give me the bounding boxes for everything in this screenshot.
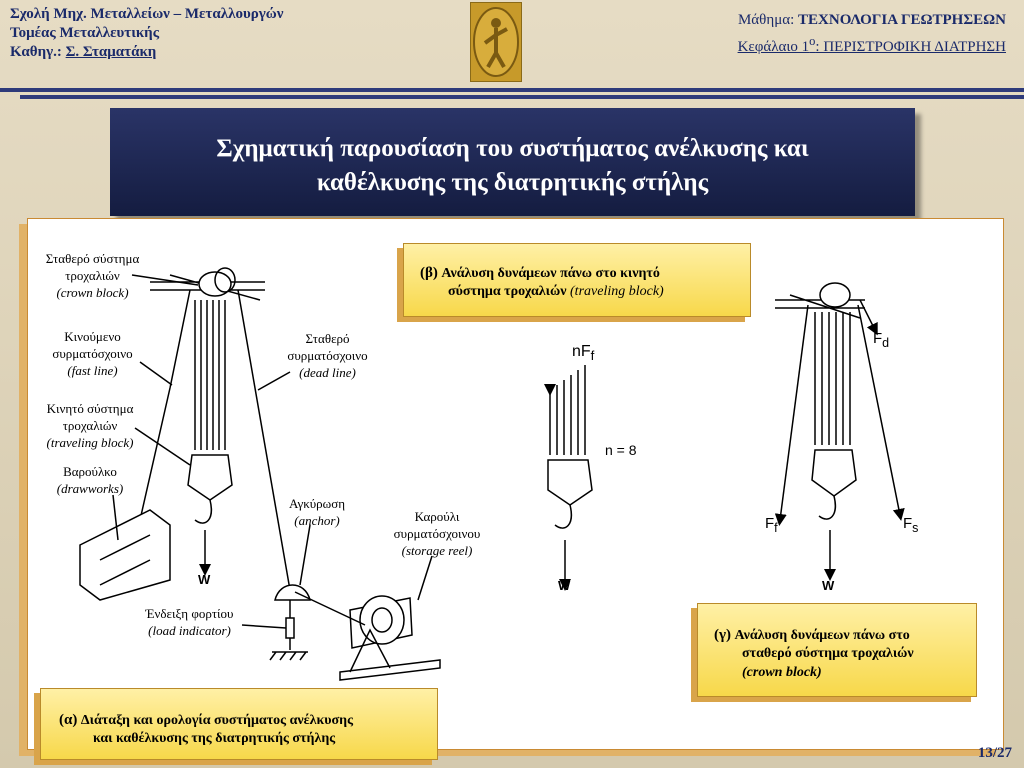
ff-sub: f bbox=[774, 521, 778, 535]
dead-label-2: συρματόσχοινο bbox=[287, 348, 368, 363]
caption-box-c: (γ) Ανάλυση δυνάμεων πάνω στο σταθερό σύ… bbox=[697, 603, 977, 697]
load-indicator-label: Ένδειξη φορτίου (load indicator) bbox=[132, 605, 247, 639]
fd-text: F bbox=[873, 330, 883, 347]
header-left: Σχολή Μηχ. Μεταλλείων – Μεταλλουργών Τομ… bbox=[10, 5, 283, 62]
ff-label: Ff bbox=[765, 515, 778, 537]
caption-a-text-2: και καθέλκυσης της διατρητικής στήλης bbox=[93, 731, 336, 746]
trav-label-2: τροχαλιών bbox=[62, 418, 118, 433]
caption-box-a: (α) Διάταξη και ορολογία συστήματος ανέλ… bbox=[40, 688, 438, 760]
reel-label-en: (storage reel) bbox=[401, 543, 473, 558]
anchor-label: Αγκύρωση (anchor) bbox=[272, 495, 362, 529]
reel-label-1: Καρούλι bbox=[414, 509, 460, 524]
draw-label-en: (drawworks) bbox=[56, 481, 124, 496]
header-rule bbox=[0, 88, 1024, 92]
weight-label-c: W bbox=[822, 578, 835, 593]
load-label-1: Ένδειξη φορτίου bbox=[145, 606, 234, 621]
professor-name: Σ. Σταματάκη bbox=[65, 44, 157, 60]
caption-c-text-3: (crown block) bbox=[742, 665, 822, 680]
caption-b-line-1: (β) Ανάλυση δυνάμεων πάνω στο κινητό bbox=[420, 264, 750, 283]
school-name: Σχολή Μηχ. Μεταλλείων – Μεταλλουργών bbox=[10, 6, 284, 22]
nff-label: nFf bbox=[572, 343, 594, 364]
fs-text: F bbox=[903, 515, 913, 532]
n-equals-label: n = 8 bbox=[605, 442, 637, 458]
caption-c-text-1: Ανάλυση δυνάμεων πάνω στο bbox=[734, 628, 910, 643]
anchor-label-en: (anchor) bbox=[294, 513, 340, 528]
course-line: Μάθημα: ΤΕΧΝΟΛΟΓΙΑ ΓΕΩΤΡΗΣΕΩΝ bbox=[738, 10, 1006, 31]
dead-label-en: (dead line) bbox=[299, 365, 356, 380]
dead-label-1: Σταθερό bbox=[305, 331, 350, 346]
fast-line-label: Κινούμενο συρματόσχοινο (fast line) bbox=[35, 328, 150, 379]
traveling-block-label: Κινητό σύστημα τροχαλιών (traveling bloc… bbox=[30, 400, 150, 451]
course-name: ΤΕΧΝΟΛΟΓΙΑ ΓΕΩΤΡΗΣΕΩΝ bbox=[798, 12, 1006, 28]
caption-a-text-1: Διάταξη και ορολογία συστήματος ανέλκυση… bbox=[80, 713, 353, 728]
chapter-sup: ο bbox=[809, 34, 816, 48]
fast-label-en: (fast line) bbox=[67, 363, 118, 378]
caption-c-line-2: σταθερό σύστημα τροχαλιών bbox=[714, 645, 976, 663]
nff-text: nF bbox=[572, 343, 591, 360]
course-prefix: Μάθημα: bbox=[737, 12, 799, 28]
fs-sub: s bbox=[912, 521, 919, 535]
caption-b-text-en: (traveling block) bbox=[570, 284, 664, 299]
ff-text: F bbox=[765, 515, 775, 532]
draw-label-1: Βαρούλκο bbox=[63, 464, 117, 479]
load-label-en: (load indicator) bbox=[148, 623, 231, 638]
university-logo-icon bbox=[470, 2, 522, 82]
chapter-prefix: Κεφάλαιο 1 bbox=[737, 39, 810, 55]
page-number: 13/27 bbox=[977, 745, 1012, 761]
header-right: Μάθημα: ΤΕΧΝΟΛΟΓΙΑ ΓΕΩΤΡΗΣΕΩΝ Κεφάλαιο 1… bbox=[738, 10, 1006, 58]
title-line-1: Σχηματική παρουσίαση του συστήματος ανέλ… bbox=[216, 135, 809, 162]
fs-label: Fs bbox=[903, 515, 918, 537]
dead-line-label: Σταθερό συρματόσχοινο (dead line) bbox=[270, 330, 385, 381]
caption-c-line-1: (γ) Ανάλυση δυνάμεων πάνω στο bbox=[714, 626, 976, 645]
fd-sub: d bbox=[882, 336, 890, 350]
storage-reel-label: Καρούλι συρματόσχοινου (storage reel) bbox=[378, 508, 496, 559]
caption-a-line-1: (α) Διάταξη και ορολογία συστήματος ανέλ… bbox=[59, 711, 437, 730]
fast-label-1: Κινούμενο bbox=[64, 329, 121, 344]
fd-label: Fd bbox=[873, 330, 889, 352]
chapter-line: Κεφάλαιο 1ο: ΠΕΡΙΣΤΡΟΦΙΚΗ ΔΙΑΤΡΗΣΗ bbox=[738, 31, 1006, 58]
caption-b-line-2: σύστημα τροχαλιών (traveling block) bbox=[420, 283, 750, 301]
caption-a-line-2: και καθέλκυσης της διατρητικής στήλης bbox=[59, 730, 437, 748]
crown-label-1: Σταθερό σύστημα bbox=[45, 251, 140, 266]
caption-c-text-2: σταθερό σύστημα τροχαλιών bbox=[742, 646, 914, 661]
trav-label-en: (traveling block) bbox=[46, 435, 134, 450]
nff-sub: f bbox=[590, 348, 595, 364]
title-box: Σχηματική παρουσίαση του συστήματος ανέλ… bbox=[110, 108, 915, 216]
title-line-2: καθέλκυσης της διατρητικής στήλης bbox=[316, 169, 709, 196]
reel-label-2: συρματόσχοινου bbox=[393, 526, 481, 541]
crown-block-label: Σταθερό σύστημα τροχαλιών (crown block) bbox=[35, 250, 150, 301]
caption-b-tag: (β) bbox=[420, 265, 438, 281]
caption-box-b: (β) Ανάλυση δυνάμεων πάνω στο κινητό σύσ… bbox=[403, 243, 751, 317]
crown-label-2: τροχαλιών bbox=[65, 268, 120, 283]
caption-c-line-3: (crown block) bbox=[714, 663, 976, 682]
drawworks-label: Βαρούλκο (drawworks) bbox=[40, 463, 140, 497]
crown-label-en: (crown block) bbox=[56, 285, 129, 300]
caption-b-text-1: Ανάλυση δυνάμεων πάνω στο κινητό bbox=[441, 266, 660, 281]
header-rule-2 bbox=[20, 95, 1024, 99]
chapter-name: : ΠΕΡΙΣΤΡΟΦΙΚΗ ΔΙΑΤΡΗΣΗ bbox=[815, 39, 1006, 55]
caption-b-text-2: σύστημα τροχαλιών bbox=[448, 284, 571, 299]
slide-title: Σχηματική παρουσίαση του συστήματος ανέλ… bbox=[110, 108, 915, 200]
weight-label-a: W bbox=[198, 572, 211, 587]
trav-label-1: Κινητό σύστημα bbox=[46, 401, 134, 416]
sector-name: Τομέας Μεταλλευτικής bbox=[10, 25, 160, 41]
caption-c-tag: (γ) bbox=[714, 627, 732, 643]
professor: Καθηγ.: Σ. Σταματάκη bbox=[10, 43, 283, 62]
weight-label-b: W bbox=[558, 578, 571, 593]
caption-a-tag: (α) bbox=[59, 712, 78, 728]
fast-label-2: συρματόσχοινο bbox=[52, 346, 133, 361]
anchor-label-1: Αγκύρωση bbox=[288, 496, 346, 511]
professor-prefix: Καθηγ.: bbox=[10, 44, 66, 60]
